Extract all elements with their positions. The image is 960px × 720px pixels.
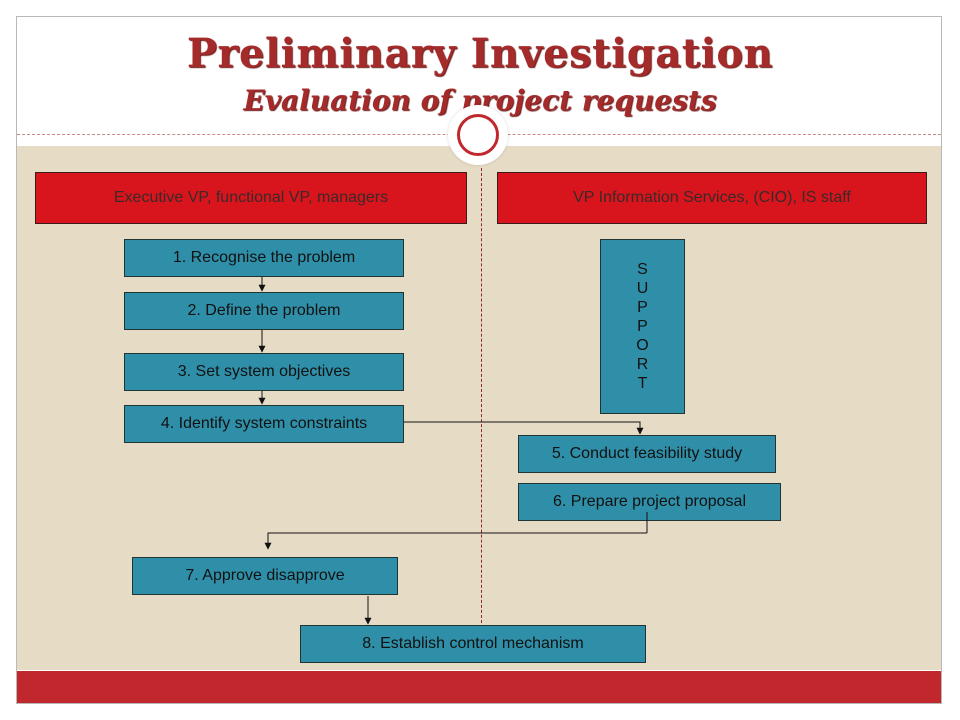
- right-column-header: VP Information Services, (CIO), IS staff: [497, 172, 927, 224]
- support-letter: S: [637, 261, 648, 278]
- step-6-box: 6. Prepare project proposal: [518, 483, 781, 521]
- slide-frame: [16, 16, 942, 704]
- support-letter: T: [637, 375, 648, 392]
- left-column-header: Executive VP, functional VP, managers: [35, 172, 467, 224]
- ring-ornament-icon: [448, 105, 508, 165]
- step-2-box: 2. Define the problem: [124, 292, 404, 330]
- step-4-box: 4. Identify system constraints: [124, 405, 404, 443]
- arrow-4-to-5: [404, 421, 644, 435]
- arrow-6-to-7: [264, 532, 647, 550]
- footer-bar: [17, 671, 941, 703]
- support-box: S U P P O R T: [600, 239, 685, 414]
- step-1-box: 1. Recognise the problem: [124, 239, 404, 277]
- support-letter: R: [636, 356, 649, 373]
- support-letter: O: [636, 337, 649, 354]
- support-letter: P: [637, 299, 648, 316]
- step-5-box: 5. Conduct feasibility study: [518, 435, 776, 473]
- support-letter: P: [637, 318, 648, 335]
- slide-title: Preliminary Investigation: [186, 30, 774, 77]
- step-8-box: 8. Establish control mechanism: [300, 625, 646, 663]
- support-letter: U: [636, 280, 649, 297]
- step-7-box: 7. Approve disapprove: [132, 557, 398, 595]
- step-3-box: 3. Set system objectives: [124, 353, 404, 391]
- column-divider: [481, 168, 482, 628]
